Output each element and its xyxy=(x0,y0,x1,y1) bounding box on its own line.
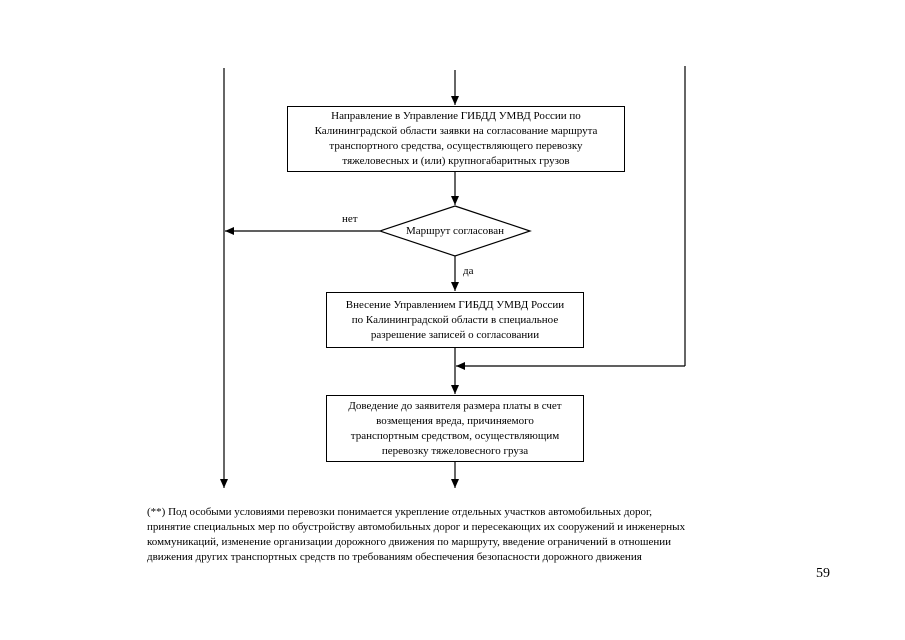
footnote-line: (**) Под особыми условиями перевозки пон… xyxy=(147,506,653,518)
page-number: 59 xyxy=(816,566,830,581)
footnote-line: движения других транспортных средств по … xyxy=(147,551,642,563)
decision-no-label: нет xyxy=(342,213,358,225)
box-request-line: транспортного средства, осуществляющего … xyxy=(329,140,583,152)
box-payment-line: Доведение до заявителя размера платы в с… xyxy=(348,399,562,412)
box-request-approval: Направление в Управление ГИБДД УМВД Росс… xyxy=(287,106,625,172)
footnote-line: коммуникаций, изменение организации доро… xyxy=(147,536,672,548)
box-entry-line: Внесение Управлением ГИБДД УМВД России xyxy=(345,298,565,311)
box-request-line: Направление в Управление ГИБДД УМВД Росс… xyxy=(331,110,581,122)
box-payment-line: возмещения вреда, причиняемого xyxy=(376,414,534,427)
decision-label: Маршрут согласован xyxy=(406,225,504,237)
box-entry-line: разрешение записей о согласовании xyxy=(370,328,540,341)
box-payment-line: перевозку тяжеловесного груза xyxy=(381,444,529,457)
box-entry-line: по Калининградской области в специальное xyxy=(351,313,559,326)
box-payment-notice: Доведение до заявителя размера платы в с… xyxy=(326,395,584,462)
box-request-line: Калининградской области заявки на соглас… xyxy=(314,125,598,137)
box-payment-line: транспортным средством, осуществляющим xyxy=(350,429,560,442)
decision-yes-label: да xyxy=(463,265,474,277)
box-request-line: тяжеловесных и (или) крупногабаритных гр… xyxy=(342,155,570,167)
footnote: (**) Под особыми условиями перевозки пон… xyxy=(147,505,767,565)
box-entry-record: Внесение Управлением ГИБДД УМВД России п… xyxy=(326,292,584,348)
footnote-line: принятие специальных мер по обустройству… xyxy=(147,521,686,533)
